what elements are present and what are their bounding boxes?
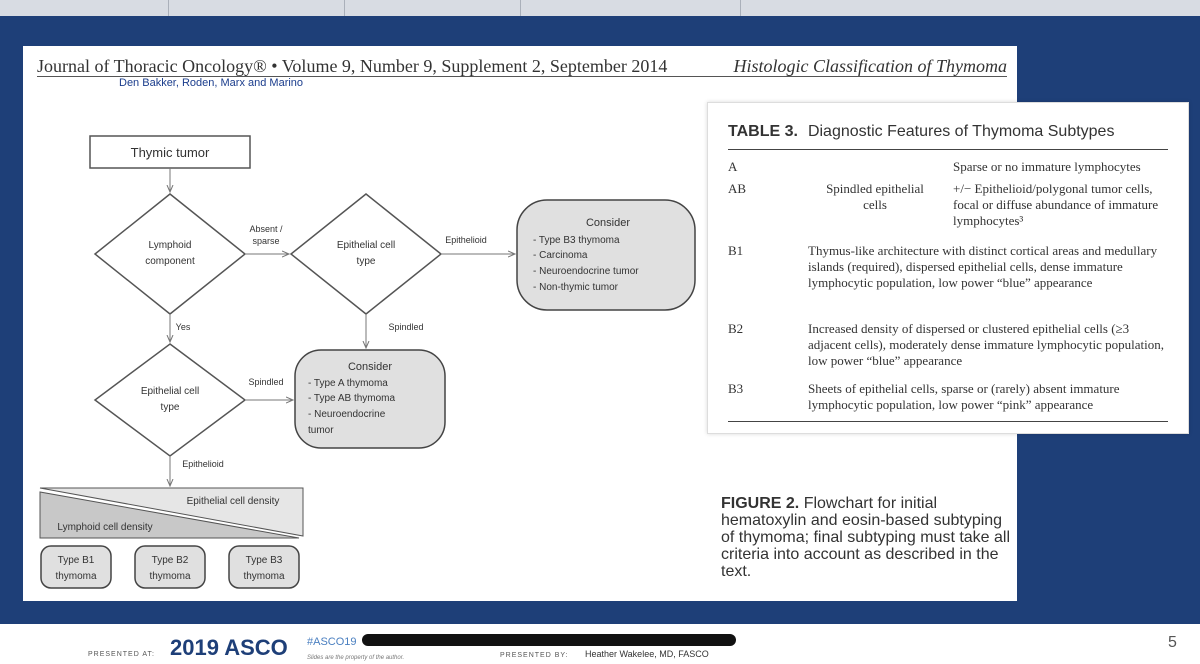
authors-line: Den Bakker, Roden, Marx and Marino <box>119 77 304 89</box>
meeting-logo: 2019 ASCO <box>170 635 288 660</box>
epithelial-density-wedge <box>39 487 304 537</box>
page-number: 5 <box>1168 634 1177 651</box>
consider-box-top <box>516 199 696 311</box>
table-rule-bottom <box>728 421 1168 422</box>
type-b1-box <box>40 545 112 589</box>
type-b2-box <box>134 545 206 589</box>
consider-top-item: - Neuroendocrine tumor <box>533 266 639 277</box>
figure-caption: FIGURE 2. Flowchart for initial hematoxy… <box>721 495 1011 580</box>
journal-header: Journal of Thoracic Oncology® • Volume 9… <box>37 56 668 76</box>
table-row: B1 Thymus-like architecture with distinc… <box>728 243 1168 309</box>
toolbar-segment <box>740 0 1200 16</box>
table-row: B2 Increased density of dispersed or clu… <box>728 321 1168 371</box>
thymic-tumor-label: Thymic tumor <box>131 145 210 160</box>
table-rule-top <box>728 149 1168 150</box>
figure-text: Flowchart for initial hematoxylin and eo… <box>721 495 1011 580</box>
toolbar-segment <box>0 0 169 16</box>
consider-mid-item: - Neuroendocrine <box>308 409 386 420</box>
absent-label-2: sparse <box>252 236 279 246</box>
top-toolbar-strip <box>0 0 1200 16</box>
b1-label: thymoma <box>55 571 97 582</box>
epithelial-type-diamond-upper <box>289 193 443 315</box>
type-b3-box <box>228 545 300 589</box>
table-card: TABLE 3. Diagnostic Features of Thymoma S… <box>707 102 1189 434</box>
figure-label: FIGURE 2. <box>721 495 800 512</box>
table-row: B3 Sheets of epithelial cells, sparse or… <box>728 381 1168 415</box>
b2-label: Type B2 <box>152 555 189 566</box>
yes-label: Yes <box>176 322 191 332</box>
table-label: TABLE 3. <box>728 123 798 140</box>
epithelial-type-diamond-lower <box>93 343 247 457</box>
consider-top-title: Consider <box>586 217 630 229</box>
consider-mid-title: Consider <box>348 361 392 373</box>
hashtag: #ASCO19 <box>307 636 357 648</box>
presenter-name: Heather Wakelee, MD, FASCO <box>585 649 709 659</box>
toolbar-segment <box>168 0 345 16</box>
row-desc: Sparse or no immature lymphocytes <box>953 159 1141 174</box>
d3-label-2: type <box>161 402 180 413</box>
b2-label: thymoma <box>149 571 191 582</box>
redaction-bar <box>362 634 736 646</box>
table-title: TABLE 3. Diagnostic Features of Thymoma S… <box>728 123 1114 141</box>
consider-top-item: - Carcinoma <box>533 250 588 261</box>
b3-label: thymoma <box>243 571 285 582</box>
row-mid: Spindled epithelial cells <box>826 181 924 212</box>
absent-label-1: Absent / <box>249 224 283 234</box>
consider-mid-item: - Type A thymoma <box>308 378 388 389</box>
toolbar-segment <box>344 0 521 16</box>
epithelioid-right-label: Epithelioid <box>445 235 487 245</box>
row-type: A <box>728 159 738 174</box>
epithelioid-down-label: Epithelioid <box>182 459 224 469</box>
toolbar-segment <box>520 0 741 16</box>
d2-label-1: Epithelial cell <box>337 240 395 251</box>
row-type: B2 <box>728 321 744 336</box>
row-desc: +/− Epithelioid/polygonal tumor cells, f… <box>953 181 1159 228</box>
table-row: A Sparse or no immature lymphocytes <box>728 159 1168 175</box>
b1-label: Type B1 <box>58 555 95 566</box>
row-desc: Sheets of epithelial cells, sparse or (r… <box>808 381 1120 412</box>
row-type: B1 <box>728 243 744 258</box>
spindled-left-label: Spindled <box>248 377 283 387</box>
d2-label-2: type <box>357 256 376 267</box>
spindled-mid-label: Spindled <box>388 322 423 332</box>
article-title: Histologic Classification of Thymoma <box>733 56 1007 76</box>
consider-mid-item: - Type AB thymoma <box>308 393 396 404</box>
slide-footer: PRESENTED AT: 2019 ASCO #ASCO19 Slides a… <box>0 624 1200 664</box>
table-row: AB Spindled epithelial cells +/− Epithel… <box>728 181 1168 237</box>
consider-top-item: - Type B3 thymoma <box>533 235 620 246</box>
presented-at-label: PRESENTED AT: <box>88 651 155 658</box>
b3-label: Type B3 <box>246 555 283 566</box>
property-note: Slides are the property of the author. <box>307 655 405 661</box>
header-rule <box>37 76 1007 77</box>
consider-box-mid <box>294 349 446 449</box>
d1-label-1: Lymphoid <box>149 240 192 251</box>
flowchart: Thymic tumor Lymphoid component Absent /… <box>39 135 696 589</box>
row-desc: Thymus-like architecture with distinct c… <box>808 243 1158 290</box>
table-title-text: Diagnostic Features of Thymoma Subtypes <box>807 123 1115 140</box>
consider-top-item: - Non-thymic tumor <box>533 282 619 293</box>
epithelial-density-label: Epithelial cell density <box>187 496 280 507</box>
lymphoid-density-label: Lymphoid cell density <box>57 522 152 533</box>
row-type: B3 <box>728 381 744 396</box>
lymphoid-density-wedge <box>39 491 300 539</box>
d1-label-2: component <box>145 256 195 267</box>
d3-label-1: Epithelial cell <box>141 386 199 397</box>
row-type: AB <box>728 181 747 196</box>
presented-by-label: PRESENTED BY: <box>500 652 569 659</box>
consider-mid-item: tumor <box>308 425 334 436</box>
lymphoid-component-diamond <box>93 193 247 315</box>
row-desc: Increased density of dispersed or cluste… <box>808 321 1164 368</box>
